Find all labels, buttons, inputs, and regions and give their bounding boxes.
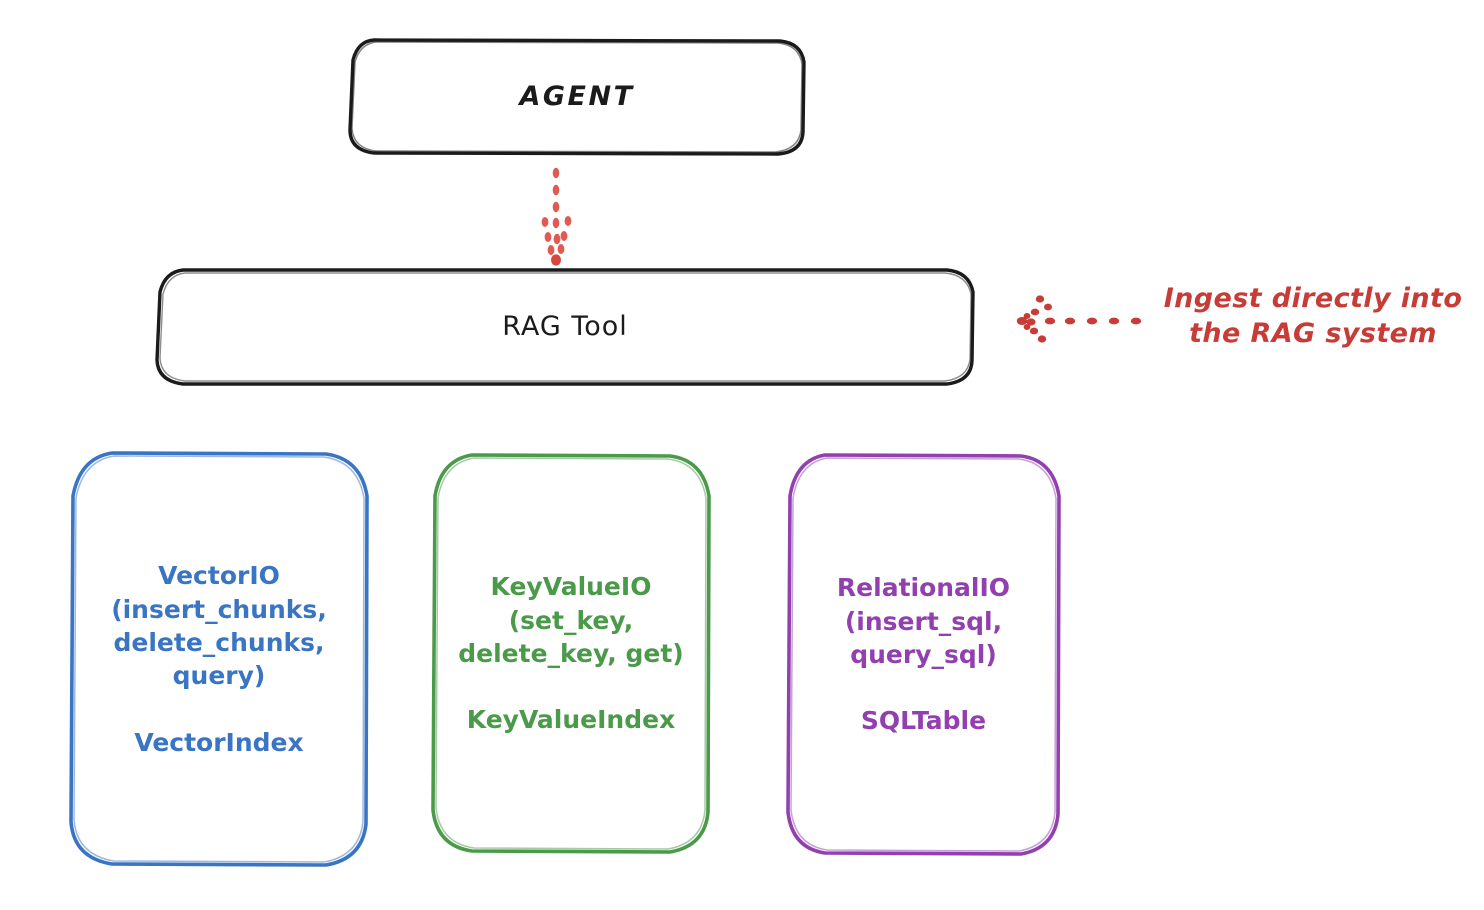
node-agent-label: AGENT xyxy=(519,81,635,113)
node-vector-io-label: VectorIO (insert_chunks, delete_chunks, … xyxy=(111,561,327,757)
node-relational-io[interactable]: RelationalIO (insert_sql, query_sql) SQL… xyxy=(785,452,1062,857)
annotation-ingest: Ingest directly into the RAG system xyxy=(1163,283,1463,350)
node-agent[interactable]: AGENT xyxy=(348,38,806,156)
node-key-value-io-label: KeyValueIO (set_key, delete_key, get) Ke… xyxy=(458,572,684,735)
node-rag-tool-label: RAG Tool xyxy=(502,311,628,343)
node-vector-io[interactable]: VectorIO (insert_chunks, delete_chunks, … xyxy=(68,450,370,868)
edge-agent-to-rag-tool xyxy=(541,167,572,266)
node-key-value-io[interactable]: KeyValueIO (set_key, delete_key, get) Ke… xyxy=(430,452,712,855)
node-rag-tool[interactable]: RAG Tool xyxy=(155,268,975,386)
edge-ingest-to-rag-tool xyxy=(1016,295,1142,343)
node-relational-io-label: RelationalIO (insert_sql, query_sql) SQL… xyxy=(836,573,1011,736)
